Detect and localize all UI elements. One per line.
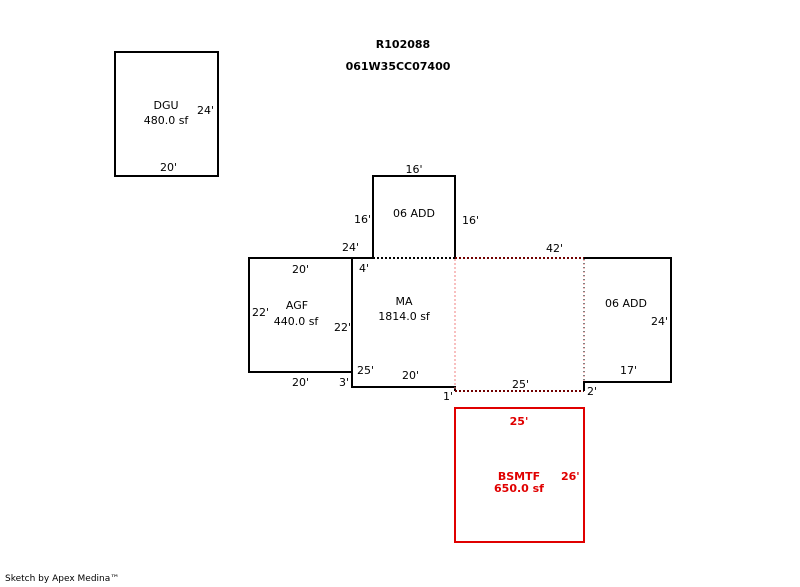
ma-label: MA	[395, 295, 412, 308]
dgu-area: 480.0 sf	[144, 114, 190, 127]
dgu-dim-bottom: 20'	[160, 161, 177, 174]
agf-dim-left: 22'	[252, 306, 269, 319]
add-right-dim-right: 24'	[651, 315, 668, 328]
add-top-dim-left: 16'	[354, 213, 371, 226]
ma-area: 1814.0 sf	[378, 310, 431, 323]
ma-dim-25-bottom: 25'	[512, 378, 529, 391]
agf-dim-right: 22'	[334, 321, 351, 334]
bsmtf-label: BSMTF	[498, 470, 540, 483]
map-number: 061W35CC07400	[346, 60, 451, 73]
bsmtf-dim-right: 26'	[561, 470, 580, 483]
ma-dim-1: 1'	[443, 390, 453, 403]
add-top-dim-top: 16'	[405, 163, 422, 176]
agf-area: 440.0 sf	[274, 315, 320, 328]
add-top-outline	[372, 175, 456, 258]
ma-dim-25-left: 25'	[357, 364, 374, 377]
ma-dim-42: 42'	[546, 242, 563, 255]
ma-dim-2: 2'	[587, 385, 597, 398]
ma-dim-4: 4'	[359, 262, 369, 275]
bsmtf-area: 650.0 sf	[494, 482, 544, 495]
credit-text: Sketch by Apex Medina™	[5, 574, 120, 584]
agf-dim-bottom: 20'	[292, 376, 309, 389]
add-right-outline	[583, 257, 672, 391]
add-right-label: 06 ADD	[605, 297, 647, 310]
ma-dim-24: 24'	[342, 241, 359, 254]
dgu-label: DGU	[153, 99, 178, 112]
dgu-dim-right: 24'	[197, 104, 214, 117]
bsmtf-outline	[454, 407, 585, 543]
agf-dim-top: 20'	[292, 263, 309, 276]
bsmtf-dim-top: 25'	[510, 415, 529, 428]
add-top-dim-right: 16'	[462, 214, 479, 227]
ma-dim-3: 3'	[339, 376, 349, 389]
add-right-dim-bottom: 17'	[620, 364, 637, 377]
add-top-label: 06 ADD	[393, 207, 435, 220]
agf-label: AGF	[286, 299, 308, 312]
dgu-outline	[114, 51, 219, 177]
ma-dim-20: 20'	[402, 369, 419, 382]
parcel-id: R102088	[376, 38, 430, 51]
